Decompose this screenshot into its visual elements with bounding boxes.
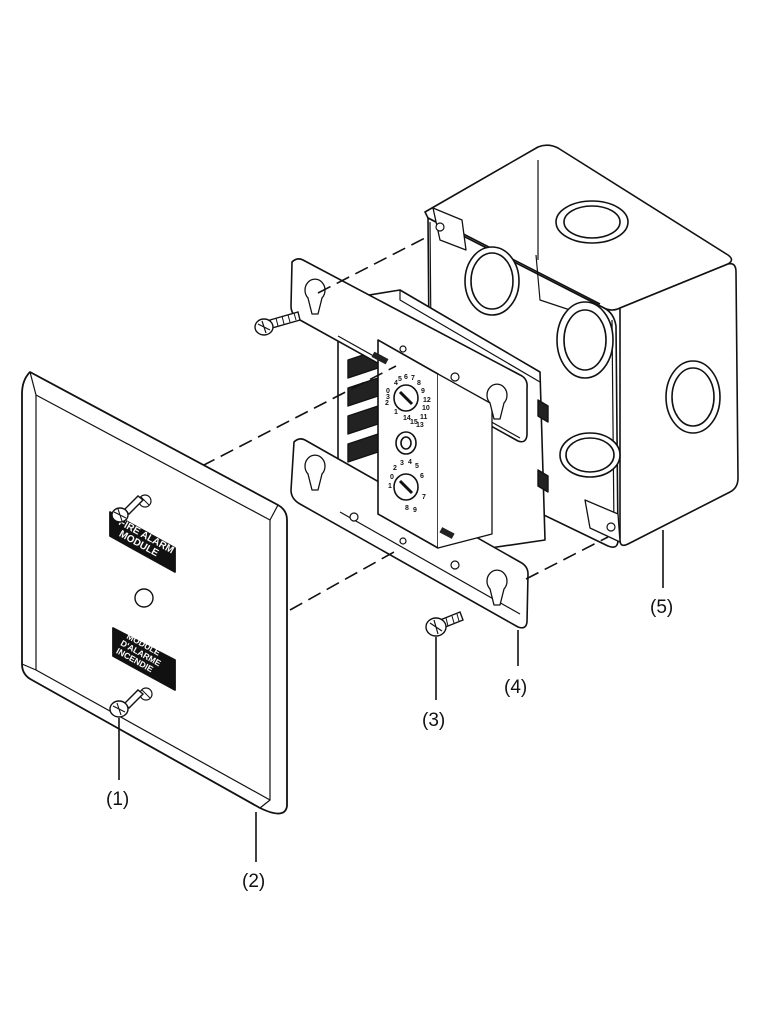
callout-label-1: (1): [106, 789, 129, 810]
dial-top-number: 5: [398, 376, 402, 383]
dial-top-number: 0: [386, 388, 390, 395]
cover-screw-upper: [111, 495, 145, 523]
dial-top-number: 7: [411, 375, 415, 382]
alignment-line: [525, 536, 609, 580]
cover-plate-led-hole: [134, 588, 154, 608]
dial-top-number: 8: [417, 380, 421, 387]
alignment-line: [201, 365, 397, 467]
leader-lines: [118, 530, 664, 862]
cover-label-top: [109, 511, 176, 573]
dial-top-number: 14: [403, 415, 411, 422]
cover-plate: [21, 371, 288, 815]
dial-bottom-number: 1: [388, 483, 392, 490]
dial-bottom-number: 5: [415, 463, 419, 470]
back-box: [424, 144, 739, 548]
alignment-lines: [201, 237, 609, 611]
dial-top-number: 6: [404, 374, 408, 381]
dial-bottom-number: 8: [405, 505, 409, 512]
dial-bottom-number: 4: [408, 459, 412, 466]
dial-top-number: 4: [394, 380, 398, 387]
dial-top-number: 3: [386, 394, 390, 401]
dial-bottom-number: 2: [393, 465, 397, 472]
dial-top-number: 1: [394, 409, 398, 416]
cover-label-bottom: [112, 627, 176, 691]
callout-label-5: (5): [650, 597, 673, 618]
dial-bottom-number: 9: [413, 507, 417, 514]
cover-screw-lower: [109, 689, 145, 718]
dial-bottom-numbers: 0 1 2 3 4 5 6 7 8 9: [388, 459, 426, 514]
dial-bottom-number: 7: [422, 494, 426, 501]
module-flange-lower: [290, 438, 529, 629]
alignment-line: [289, 551, 395, 611]
dial-top-number: 11: [420, 414, 428, 421]
module-screw-lower: [425, 611, 464, 637]
callout-label-3: (3): [422, 710, 445, 731]
dial-top-numbers: 0 1 2 3 4 5 6 7 8 9 10 11 12 13 14 15: [385, 374, 431, 429]
dial-bottom-number: 0: [390, 474, 394, 481]
dial-top-number: 13: [416, 422, 424, 429]
dial-top-number: 2: [385, 400, 389, 407]
dial-top-number: 15: [410, 419, 418, 426]
cover-plate-outline: [21, 371, 288, 815]
callout-label-4: (4): [504, 677, 527, 698]
dial-top-number: 12: [423, 397, 431, 404]
dial-top-number: 10: [422, 405, 430, 412]
rotary-switch-top: [393, 384, 419, 412]
dial-bottom-number: 3: [400, 460, 404, 467]
dial-top-number: 9: [421, 388, 425, 395]
dial-bottom-number: 6: [420, 473, 424, 480]
module: [290, 258, 549, 629]
rotary-switch-bottom: [393, 473, 419, 501]
callout-label-2: (2): [242, 871, 265, 892]
module-screw-upper: [254, 311, 301, 336]
module-keyhole-slots: [304, 278, 508, 606]
